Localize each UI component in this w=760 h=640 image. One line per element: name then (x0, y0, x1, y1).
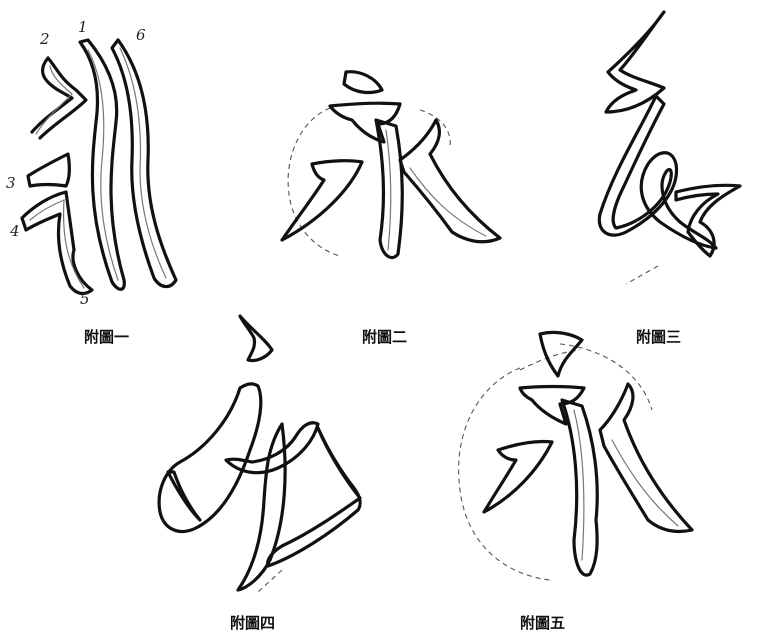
caption-figure-4: 附圖四 (230, 614, 275, 632)
fig2-dot (342, 70, 384, 95)
stroke-number-5: 5 (80, 290, 90, 308)
fig4-dot (238, 314, 274, 363)
fig1-stroke-4 (20, 190, 94, 296)
caption-figure-5: 附圖五 (520, 614, 565, 632)
fig3-loop (597, 94, 718, 250)
fig2-left-sweep (280, 159, 364, 242)
stroke-number-3: 3 (6, 174, 16, 192)
fig1-stroke-6 (110, 38, 178, 289)
fig1-stroke-3 (26, 152, 71, 188)
fig1-stroke-2 (30, 56, 88, 140)
fig5-right-sweep (598, 382, 694, 534)
fig5-top-hook (518, 384, 586, 426)
fig5-left-sweep (482, 439, 554, 514)
stroke-number-4: 4 (9, 222, 20, 240)
fig2-guide-curve (287, 107, 341, 257)
fig4-left-loop (157, 382, 263, 534)
fig4-inner-hook (166, 470, 202, 522)
caption-figure-1: 附圖一 (84, 328, 129, 346)
figure-2-yong (280, 70, 502, 260)
figure-4-cursive (157, 314, 362, 593)
fig4-long-stroke (236, 422, 287, 592)
fig3-top-curl (604, 10, 666, 114)
fig4-middle (224, 421, 320, 475)
fig5-guide-circle (458, 367, 551, 581)
figure-5-yong (458, 330, 694, 581)
caption-figure-2: 附圖二 (362, 328, 407, 346)
fig5-dot (538, 330, 584, 378)
fig4-right-sweep (266, 426, 362, 568)
figure-3-cursive (597, 10, 742, 285)
fig2-vertical (374, 118, 404, 260)
fig3-tail (674, 183, 742, 258)
stroke-number-1: 1 (78, 18, 88, 36)
figure-1-strokes (20, 38, 178, 296)
fig2-right-sweep (398, 118, 502, 244)
fig1-stroke-1 (78, 38, 126, 291)
caption-figure-3: 附圖三 (636, 328, 681, 346)
stroke-number-2: 2 (39, 30, 50, 48)
fig5-vertical (560, 398, 599, 577)
stroke-number-6: 6 (136, 26, 146, 44)
